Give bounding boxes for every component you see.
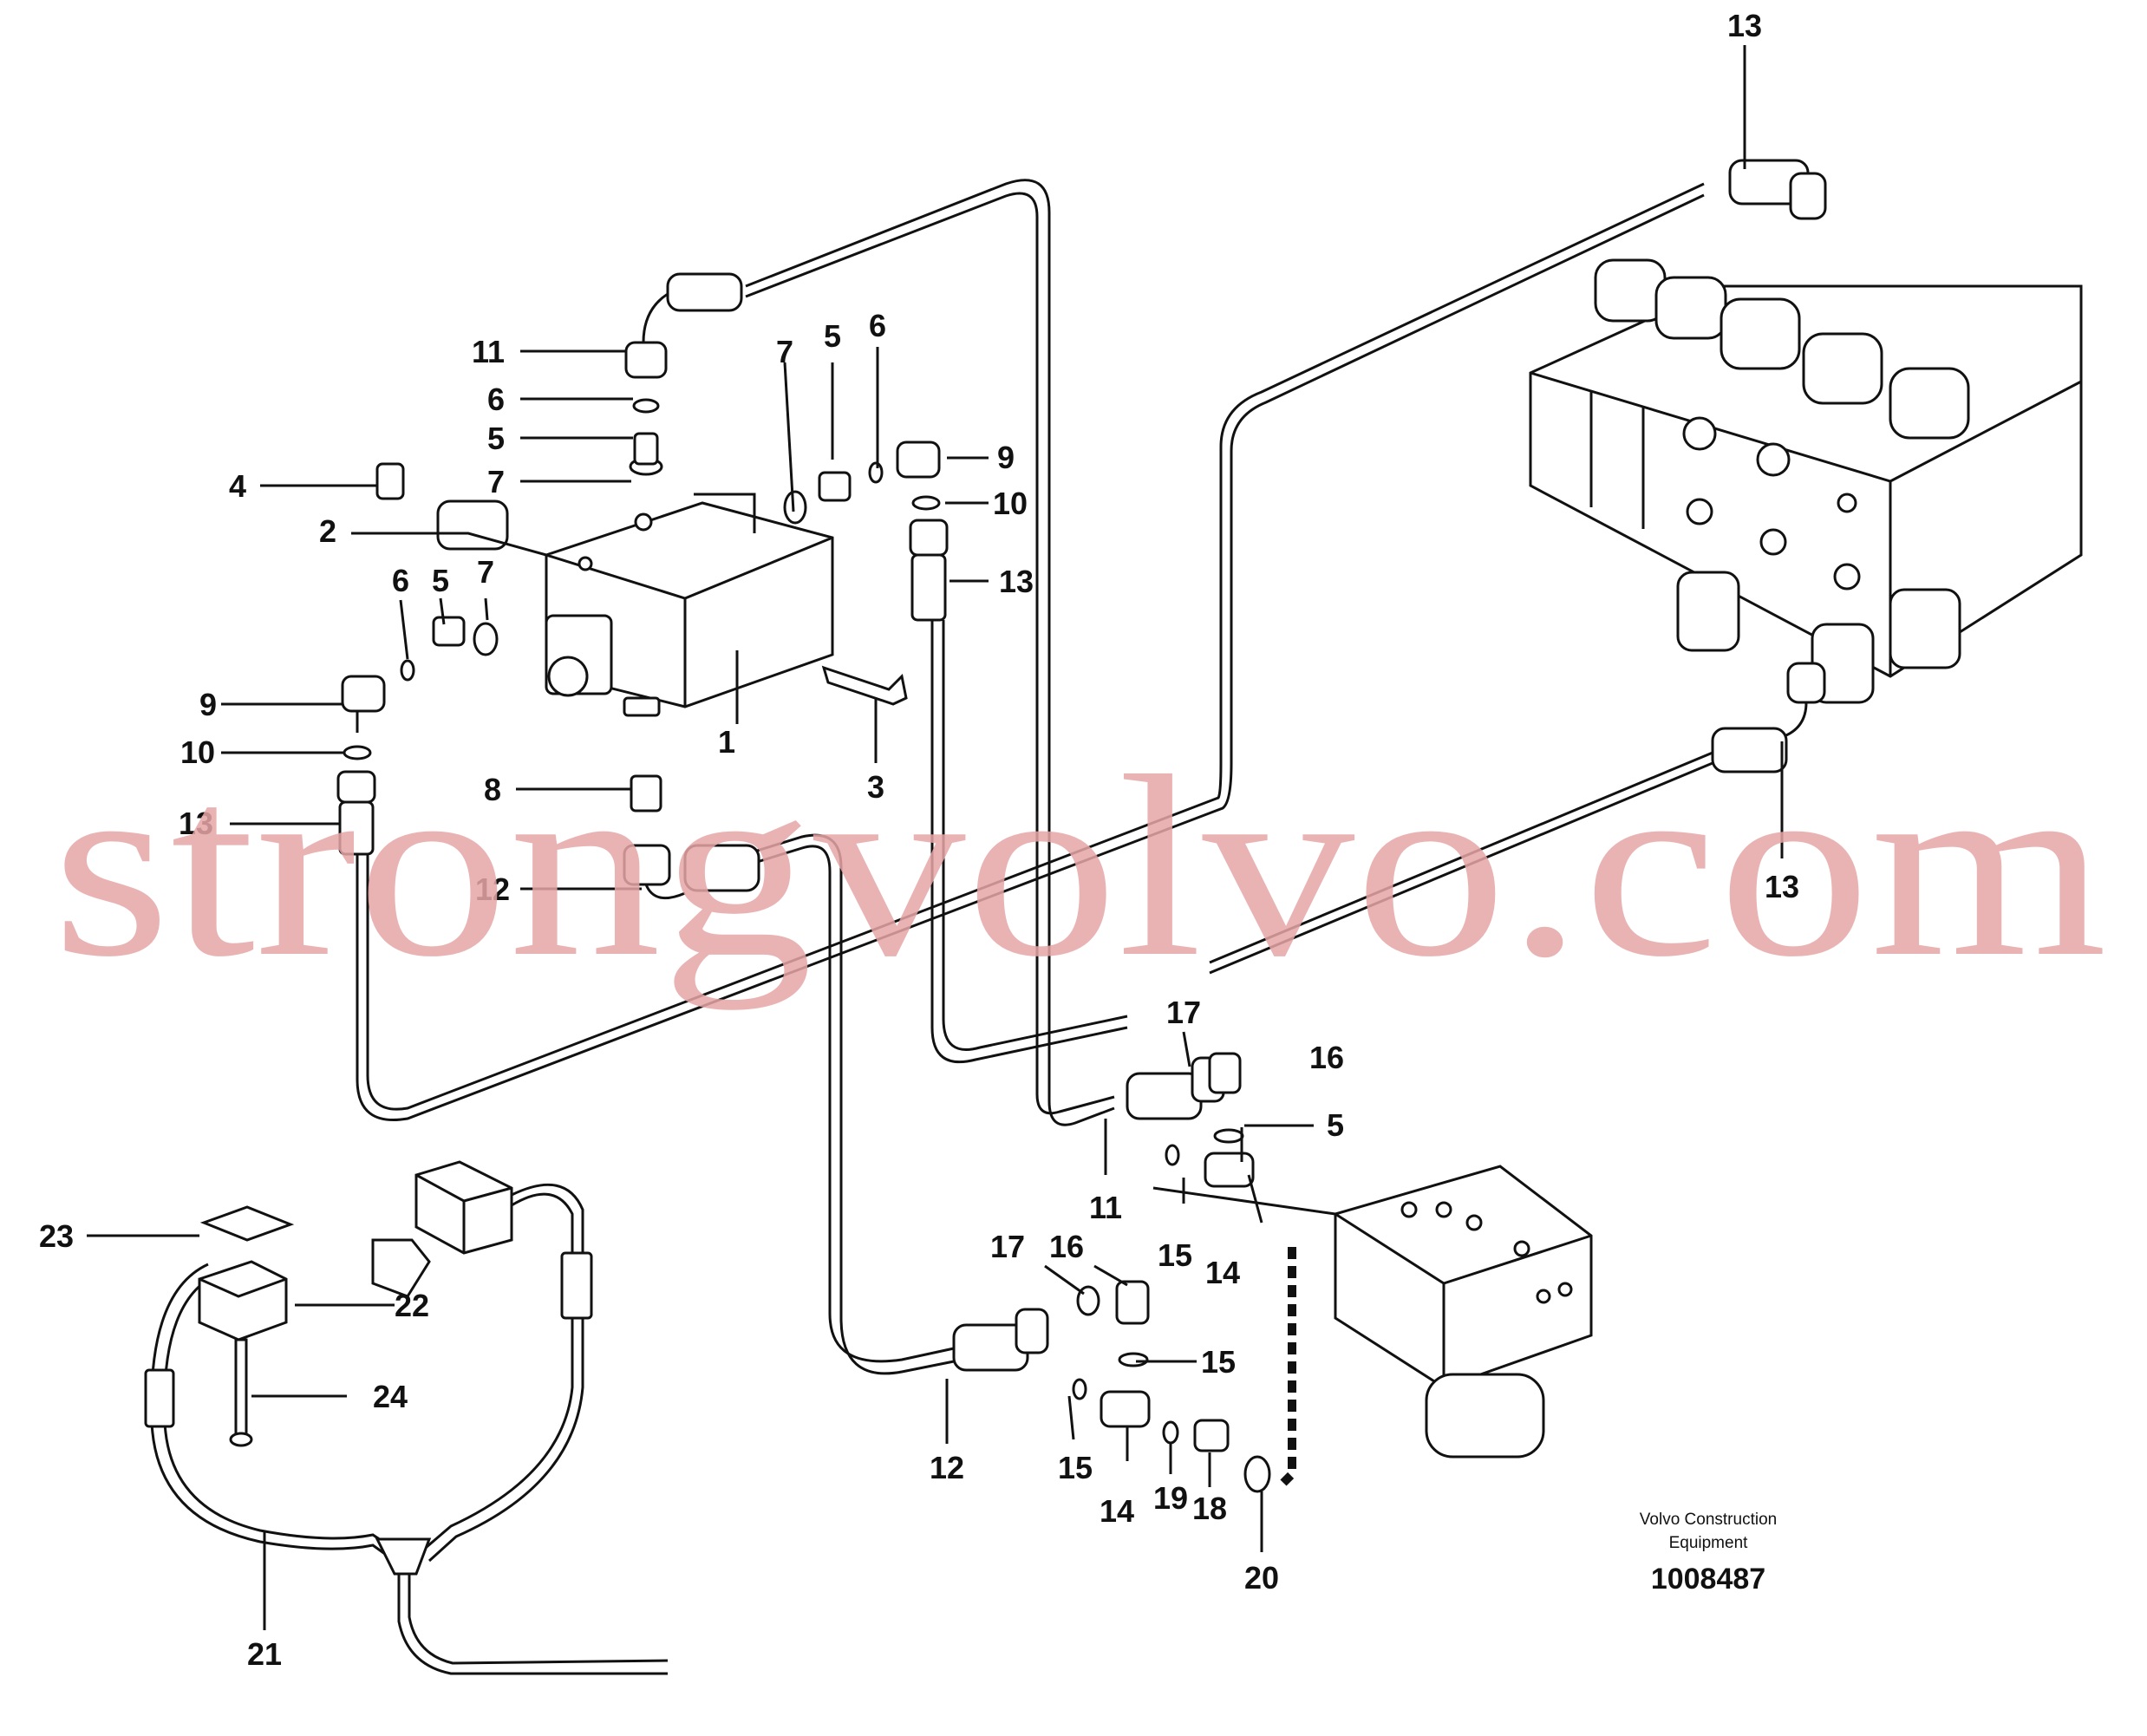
solenoid-valve-block xyxy=(545,493,834,717)
callout-20: 20 xyxy=(1244,1560,1279,1596)
callout-19: 19 xyxy=(1153,1480,1188,1516)
callout-16b: 16 xyxy=(1049,1229,1084,1264)
callout-16a: 16 xyxy=(1309,1040,1344,1075)
callout-1: 1 xyxy=(718,724,735,760)
callout-11a: 11 xyxy=(472,334,505,369)
callout-14b: 14 xyxy=(1100,1493,1134,1529)
callout-7c: 7 xyxy=(776,334,793,369)
callout-23: 23 xyxy=(39,1218,74,1254)
callout-6b: 6 xyxy=(392,563,409,598)
callout-2: 2 xyxy=(319,513,336,549)
caption-line1: Volvo Construction xyxy=(1640,1511,1777,1529)
callout-10a: 10 xyxy=(993,486,1028,521)
callout-10b: 10 xyxy=(180,734,215,770)
callout-11b: 11 xyxy=(1089,1190,1122,1225)
callout-22: 22 xyxy=(395,1288,429,1323)
callout-4: 4 xyxy=(229,468,246,504)
callout-9b: 9 xyxy=(199,687,217,722)
callout-15a: 15 xyxy=(1158,1237,1192,1273)
caption-line2: Equipment xyxy=(1669,1534,1749,1552)
callout-15b: 15 xyxy=(1201,1344,1236,1380)
callout-5b: 5 xyxy=(432,563,449,598)
callout-13a: 13 xyxy=(1727,8,1762,43)
connector-cable-assembly xyxy=(144,1160,669,1675)
dashed-connector xyxy=(1280,1247,1296,1486)
caption-block: Volvo Construction Equipment 1008487 xyxy=(1640,1511,1777,1596)
callout-18: 18 xyxy=(1192,1491,1227,1526)
callout-12a: 12 xyxy=(475,871,510,907)
callout-13d: 13 xyxy=(1765,869,1799,904)
callout-17a: 17 xyxy=(1166,995,1201,1030)
callout-24: 24 xyxy=(373,1379,408,1414)
callout-21: 21 xyxy=(247,1636,282,1672)
callout-7b: 7 xyxy=(477,554,494,590)
callout-6a: 6 xyxy=(487,382,505,417)
callout-8: 8 xyxy=(484,772,501,807)
callout-13c: 13 xyxy=(179,806,213,841)
callout-labels: 1 2 3 4 5 5 5 5 6 6 6 7 7 7 8 9 9 10 10 … xyxy=(39,8,1799,1672)
callout-6c: 6 xyxy=(869,308,886,343)
document-number: 1008487 xyxy=(1651,1563,1765,1596)
callout-5c: 5 xyxy=(824,318,841,354)
callout-9a: 9 xyxy=(997,440,1015,475)
control-valve-manifold xyxy=(1529,258,2083,704)
callout-12b: 12 xyxy=(930,1450,964,1485)
watermark-text: strongvolvo.com xyxy=(52,722,2107,1011)
callout-13b: 13 xyxy=(999,564,1034,599)
callout-3: 3 xyxy=(867,769,884,805)
callout-leaders xyxy=(87,45,1784,1630)
callout-5d: 5 xyxy=(1327,1107,1344,1143)
callout-17b: 17 xyxy=(990,1229,1025,1264)
callout-7a: 7 xyxy=(487,464,505,499)
callout-5a: 5 xyxy=(487,421,505,456)
callout-14a: 14 xyxy=(1205,1255,1240,1290)
pressure-valve-block xyxy=(1334,1165,1593,1459)
callout-15c: 15 xyxy=(1058,1450,1093,1485)
